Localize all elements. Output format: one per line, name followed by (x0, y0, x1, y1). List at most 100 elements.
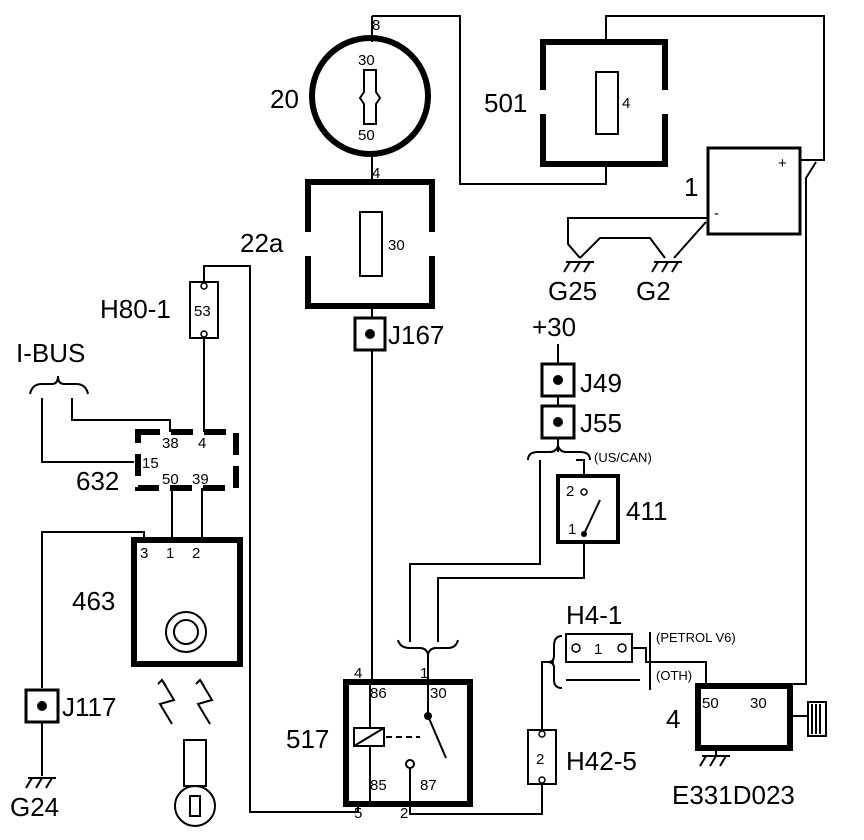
fuse-box-501-frame (540, 39, 668, 167)
relay-pin-30: 30 (430, 685, 447, 702)
junction-j55-label: J55 (580, 408, 622, 438)
wire-ibus-15 (41, 398, 134, 463)
fuse-box-501-label: 501 (484, 88, 527, 118)
ecu-632-pin-38: 38 (162, 435, 179, 452)
junction-j117: J117 (24, 688, 116, 724)
wires (41, 15, 825, 815)
ibus-brace (29, 375, 89, 395)
fuse-box-22a-notch-left (300, 232, 314, 256)
battery-minus: - (714, 205, 719, 222)
connector-h4-pin: 1 (594, 641, 602, 658)
wire-relay-87-to-h42 (409, 784, 543, 815)
relay-pin-85: 85 (370, 777, 387, 794)
ecu-632-pin-15: 15 (142, 455, 159, 472)
starter-ground-icon (699, 755, 730, 767)
fuse-box-501-notch-right (659, 90, 673, 114)
switch-411-contact-bottom (581, 531, 587, 537)
relay-conn-1: 1 (420, 665, 428, 682)
connector-h42-5: 2 H42-5 (527, 729, 637, 785)
fuse-box-501-notch-left (535, 90, 549, 114)
wire-brace-to-relay (409, 460, 541, 642)
wire-battery-ground (567, 217, 708, 259)
ignition-pin-30: 30 (358, 52, 375, 69)
connector-h80-pin-bottom (200, 330, 208, 338)
switch-411-pin-1: 1 (568, 521, 576, 538)
junction-j55: J55 (540, 404, 622, 440)
ibus: I-BUS (16, 338, 89, 395)
wire-h4-to-starter (632, 647, 707, 686)
module-463-frame (131, 537, 243, 667)
ground-g25-label: G25 (548, 276, 597, 306)
connector-h4-pin-left (571, 643, 581, 653)
ignition-pin-50: 50 (358, 127, 375, 144)
relay-conn-4: 4 (354, 665, 362, 682)
wire-ibus-38 (71, 398, 171, 432)
relay-coil-diagonal (353, 727, 385, 747)
switch-411-contact-top (580, 488, 588, 496)
fuse-22a-pin: 30 (388, 237, 405, 254)
junction-j117-label: J117 (62, 692, 116, 722)
starter-pin-50: 50 (702, 695, 719, 712)
ibus-label: I-BUS (16, 338, 85, 368)
wire-463-to-j117 (41, 531, 145, 688)
connector-h80-1: H80-1 53 (100, 281, 219, 339)
relay-pin-87: 87 (420, 777, 437, 794)
connector-h42-pin: 2 (536, 751, 544, 768)
connector-h42-pin-top (538, 730, 546, 738)
wire-ignition-to-fuse-501 (372, 15, 607, 185)
supply-plus30: +30 (532, 312, 576, 342)
connector-h4-label: H4-1 (566, 600, 622, 630)
ecu-632: 632 38 4 15 50 39 (76, 429, 239, 496)
switch-411-pin-2: 2 (566, 483, 574, 500)
module-463: 463 3 1 2 (72, 537, 243, 667)
ignition-switch-label: 20 (270, 84, 299, 114)
relay-contact-87 (405, 759, 415, 769)
connector-h80-body (189, 281, 219, 339)
wire-h42-to-h4 (541, 661, 554, 730)
junction-j167: J167 (353, 316, 444, 352)
junction-j49-dot (553, 375, 563, 385)
junction-j55-dot (553, 417, 563, 427)
ground-g2-label: G2 (636, 276, 671, 306)
ignition-switch-body (309, 35, 431, 157)
module-463-label: 463 (72, 586, 115, 616)
wire-411-to-relay (437, 542, 585, 642)
switch-411-label: 411 (626, 496, 667, 526)
wire-h80-to-relay-85 (203, 265, 359, 813)
ground-g24: G24 (10, 777, 59, 822)
ground-g25-icon (563, 261, 594, 273)
variant-petrol-v6-label: (PETROL V6) (656, 630, 736, 645)
diagram-code: E331D023 (672, 780, 795, 810)
ignition-key-icon (358, 69, 382, 125)
junction-j117-dot (37, 701, 47, 711)
battery: 1 + - (684, 146, 802, 236)
connector-h80-pin: 53 (194, 303, 211, 320)
battery-plus: + (778, 155, 787, 172)
fuse-box-22a-frame (305, 179, 435, 309)
module-463-antenna-ring-inner (173, 619, 199, 645)
switch-411-blade (583, 499, 601, 535)
module-463-pin-3: 3 (140, 545, 148, 562)
ground-g2-icon (651, 261, 682, 273)
relay-pin-86: 86 (370, 685, 387, 702)
wire-battery-to-starter (772, 161, 817, 685)
ignition-switch: 20 30 50 8 (270, 17, 431, 157)
battery-body (706, 146, 802, 236)
relay-517: 517 86 30 85 87 4 1 5 2 (286, 665, 473, 822)
relay-conn-5: 5 (354, 805, 362, 822)
ground-g24-label: G24 (10, 792, 59, 822)
connector-h42-label: H42-5 (566, 746, 637, 776)
starter-pin-30: 30 (750, 695, 767, 712)
ecu-632-pin-39: 39 (192, 471, 209, 488)
wire-ground-g2 (673, 221, 707, 259)
connector-h4-pin-right (617, 643, 627, 653)
relay-conn-2: 2 (400, 805, 408, 822)
switch-411-frame (556, 474, 620, 544)
fuse-501-pin: 4 (622, 95, 630, 112)
wire-fuse-501-to-battery (605, 15, 825, 161)
wireless-signal-icon (157, 678, 214, 725)
switch-411: 411 2 1 (556, 474, 667, 544)
ecu-632-label: 632 (76, 466, 119, 496)
variant-brace-us-can: (US/CAN) (527, 442, 652, 465)
